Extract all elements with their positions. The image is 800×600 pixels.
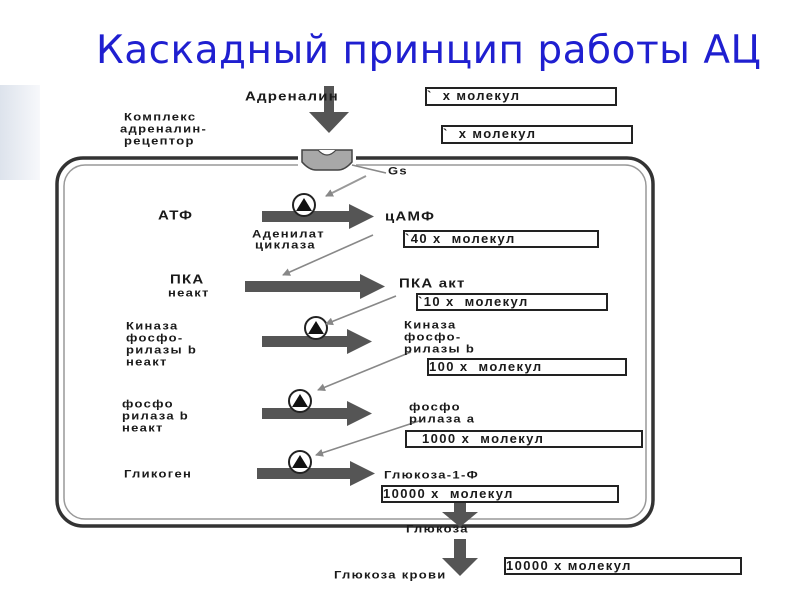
label-adrenalin: Адреналин [245, 89, 339, 104]
gs-activation-arrow [325, 175, 367, 197]
label-complex-3: рецептор [124, 134, 195, 148]
glucose-arrows [442, 497, 478, 576]
activation-icon-3 [288, 389, 312, 413]
adrenalin-arrow [309, 86, 349, 133]
label-cyclase-2: циклаза [255, 238, 316, 252]
label-complex-2: адреналин- [120, 122, 208, 136]
activation-icon-4 [288, 450, 312, 474]
activation-icon-1 [292, 193, 316, 217]
label-kinase-left-2: фосфо- [126, 331, 184, 345]
label-pka-active: ПКА акт [399, 276, 466, 291]
label-glycogen: Гликоген [124, 467, 193, 481]
label-phos-left-3: неакт [122, 421, 164, 435]
label-kinase-right-3: рилазы b [404, 342, 476, 356]
label-phos-right-2: рилаза а [409, 412, 476, 426]
label-phos-left-2: рилаза b [122, 409, 190, 423]
label-phos-left-1: фосфо [122, 397, 174, 411]
label-kinase-left-4: неакт [126, 355, 168, 369]
activation-icon-2 [304, 316, 328, 340]
count-box-complex: ` х молекул [441, 125, 633, 144]
label-pka-inactive: неакт [168, 286, 210, 300]
label-phos-right-1: фосфо [409, 400, 461, 414]
count-box-pka: `10 х молекул [416, 293, 608, 311]
reaction-arrows [245, 204, 385, 486]
label-cyclase-1: Аденилат [252, 227, 325, 241]
count-box-phosphorylase: 1000 х молекул [405, 430, 643, 448]
count-box-blood-glucose: 10000 х молекул [504, 557, 742, 575]
label-kinase-right-2: фосфо- [404, 330, 462, 344]
label-kinase-right-1: Киназа [404, 318, 457, 332]
gs-pointer [351, 164, 387, 174]
activation-icons [288, 193, 328, 474]
count-box-adrenalin: ` х молекул [425, 87, 617, 106]
label-pka: ПКА [170, 272, 205, 287]
count-box-kinase: 100 х молекул [427, 358, 627, 376]
label-kinase-left-1: Киназа [126, 319, 179, 333]
receptor-notch [317, 149, 337, 156]
count-box-glucose-1-p: 10000 х молекул [381, 485, 619, 503]
label-camf: цАМФ [385, 209, 436, 224]
decorative-corner [0, 85, 40, 180]
slide-title: Каскадный принцип работы АЦ [96, 28, 762, 73]
label-atf: АТФ [158, 208, 194, 223]
label-kinase-left-3: рилазы b [126, 343, 198, 357]
label-blood-glucose: Глюкоза крови [334, 568, 447, 582]
receptor-shape [301, 149, 353, 171]
label-gs: Gs [388, 164, 408, 178]
label-complex-1: Комплекс [124, 110, 197, 124]
cascade-diagonal-arrows [282, 234, 420, 457]
label-glucose-1-p: Глюкоза-1-Ф [384, 468, 479, 482]
count-box-camf: `40 х молекул [403, 230, 599, 248]
label-glucose: Глюкоза [406, 522, 469, 536]
